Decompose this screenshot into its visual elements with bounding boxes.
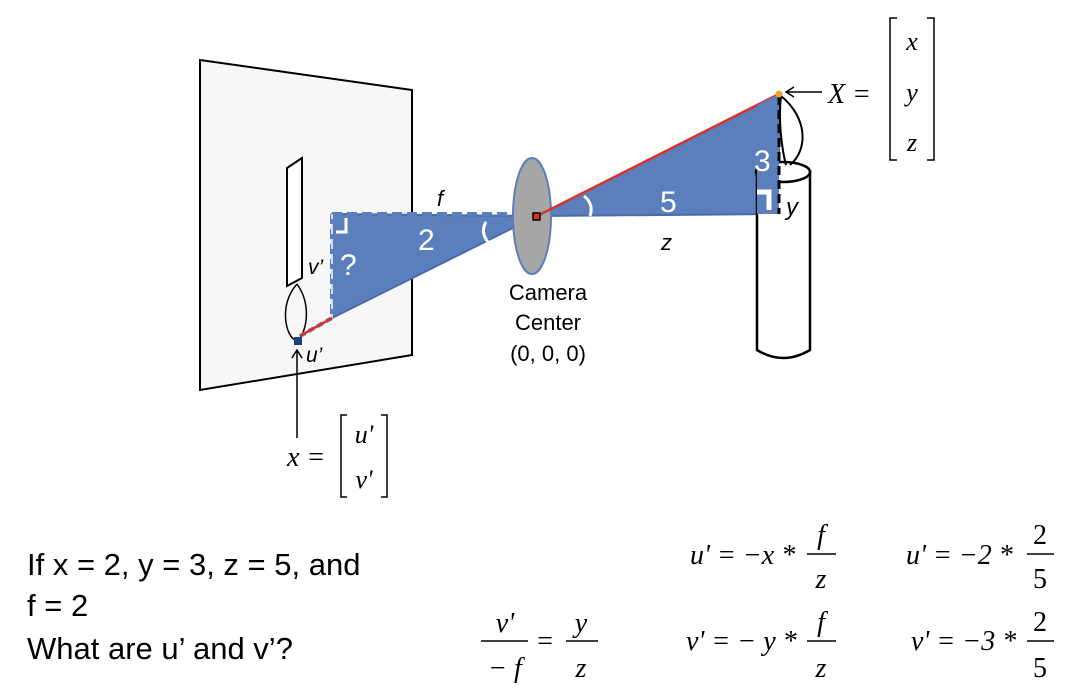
v-general-lhs: v' = − y * (686, 626, 797, 657)
image-vector-bracket-left (340, 414, 347, 498)
label-five: 5 (660, 186, 677, 219)
camera-center-line2: Center (515, 310, 581, 335)
question-line3: What are u’ and v’? (27, 631, 293, 666)
question-line2: f = 2 (27, 588, 88, 623)
world-vector-x: x (905, 27, 918, 56)
u-numeric-lhs: u' = −2 * (906, 540, 1013, 571)
ratio-den-left: − f (488, 653, 525, 684)
u-numeric-den: 5 (1033, 564, 1047, 595)
question-line1: If x = 2, y = 3, z = 5, and (27, 547, 360, 582)
label-y-side: y (784, 194, 800, 221)
image-vector-lhs: x = (286, 442, 325, 473)
ratio-num-right: y (572, 608, 588, 639)
camera-center-line1: Camera (509, 280, 588, 305)
label-question: ? (340, 249, 357, 282)
u-general-den: z (815, 564, 827, 595)
world-vector-lhs: X = (827, 79, 871, 110)
v-general-num: f (817, 607, 828, 638)
u-general-num: f (817, 520, 828, 551)
label-f: f (437, 186, 446, 211)
angle-arc-right (583, 194, 593, 217)
u-general-lhs: u' = −x * (690, 540, 795, 571)
image-plane (199, 58, 413, 392)
right-angle-marker-left (336, 218, 348, 234)
image-vector-u: u' (355, 420, 374, 449)
image-point (294, 337, 302, 345)
label-three: 3 (754, 145, 771, 178)
cylinder-body (755, 170, 812, 360)
world-vector-y: y (903, 78, 918, 107)
label-z: z (660, 230, 672, 255)
u-numeric-num: 2 (1033, 520, 1047, 551)
label-two: 2 (418, 224, 435, 257)
camera-center-line3: (0, 0, 0) (510, 341, 586, 366)
v-general-den: z (815, 653, 827, 684)
world-triangle-overlay (757, 94, 779, 214)
ray-image (299, 316, 333, 338)
lens (512, 157, 552, 275)
v-numeric-num: 2 (1033, 607, 1047, 638)
label-u-prime: u’ (306, 344, 323, 367)
image-point-arrowhead (291, 348, 303, 359)
image-vector-bracket-right (381, 414, 388, 498)
image-slot (286, 156, 303, 288)
world-point (775, 90, 783, 98)
angle-arc-left (481, 221, 490, 243)
world-vector-bracket-right (927, 17, 935, 161)
image-vector-v: v' (355, 465, 373, 494)
right-angle-marker-right-front (757, 189, 772, 210)
v-numeric-lhs: v' = −3 * (911, 626, 1016, 657)
ratio-equals: = (537, 626, 553, 657)
world-vector-bracket-left (889, 17, 897, 161)
world-point-arrowhead (784, 86, 795, 98)
v-numeric-den: 5 (1033, 653, 1047, 684)
ratio-den-right: z (575, 653, 587, 684)
world-point-link-curve (778, 95, 804, 166)
ratio-num-left: v' (496, 608, 515, 639)
world-vector-z: z (906, 128, 917, 157)
ray-world (536, 92, 780, 218)
camera-center-point (532, 212, 541, 221)
label-v-prime: v’ (308, 256, 324, 279)
